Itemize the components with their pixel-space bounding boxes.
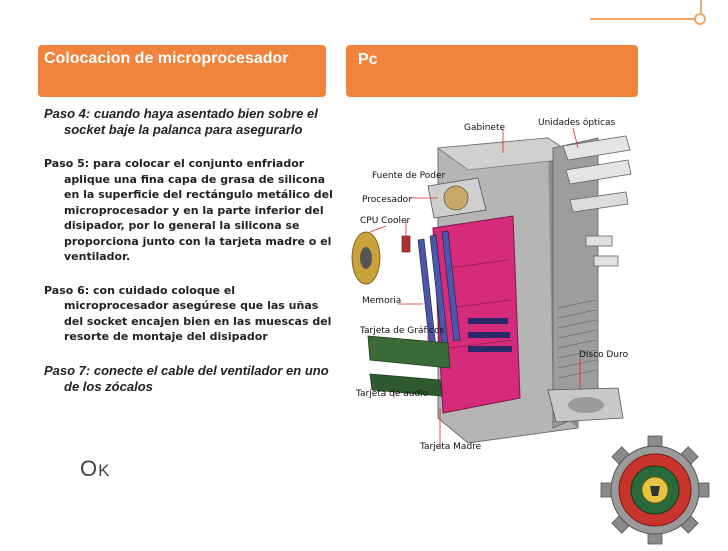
right-panel-title: Pc xyxy=(358,51,378,68)
label-cpu-cooler: CPU Cooler xyxy=(360,216,411,226)
label-tarjeta-de-audio: Tarjeta de audio xyxy=(356,389,429,399)
step-7: Paso 7: conecte el cable del ventilador … xyxy=(44,362,329,394)
step-5: Paso 5: para colocar el conjunto enfriad… xyxy=(44,157,333,263)
right-panel-header: Pc xyxy=(346,45,638,97)
ok-text: OK xyxy=(80,456,110,482)
label-procesador: Procesador xyxy=(362,195,412,205)
ok-rest-letters: K xyxy=(98,461,111,480)
label-tarjeta-de-graficos: Tarjeta de Gráficos xyxy=(360,326,445,336)
pc-illustration-svg xyxy=(351,127,632,448)
corner-decoration-dot xyxy=(694,13,706,25)
corner-decoration-line xyxy=(590,18,700,20)
corner-decoration-line-vertical xyxy=(700,0,702,20)
school-gear-logo xyxy=(598,434,712,546)
label-disco-duro: Disco Duro xyxy=(579,350,629,360)
step-4: Paso 4: cuando haya asentado bien sobre … xyxy=(44,106,318,137)
left-panel-header: Colocacion de microprocesador xyxy=(38,45,326,97)
gear-logo-icon xyxy=(600,435,710,545)
label-gabinete: Gabinete xyxy=(464,123,506,133)
steps-list: Paso 4: cuando haya asentado bien sobre … xyxy=(44,106,334,413)
label-tarjeta-madre: Tarjeta Madre xyxy=(420,442,482,452)
label-fuente-de-poder: Fuente de Poder xyxy=(372,171,446,181)
pc-exploded-illustration: Gabinete Unidades ópticas Fuente de Pode… xyxy=(348,108,638,458)
label-unidades-opticas: Unidades ópticas xyxy=(538,118,616,128)
label-memoria: Memoria xyxy=(362,296,402,306)
left-panel-title: Colocacion de microprocesador xyxy=(44,50,289,67)
step-6: Paso 6: con cuidado coloque el microproc… xyxy=(44,283,332,344)
ok-first-letter: O xyxy=(80,456,99,481)
